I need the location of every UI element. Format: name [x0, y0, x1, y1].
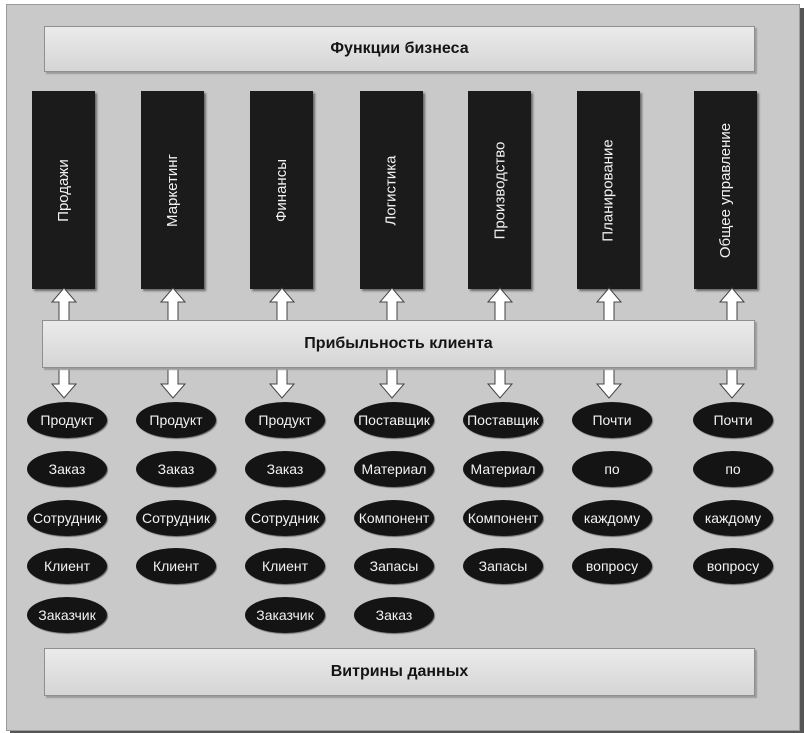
data-entity: Продукт — [245, 402, 325, 438]
data-entity: по — [693, 451, 773, 487]
data-entity: каждому — [572, 500, 652, 536]
data-entity: Компонент — [463, 500, 543, 536]
data-entity: Материал — [463, 451, 543, 487]
data-entity: Сотрудник — [245, 500, 325, 536]
data-entity: Почти — [693, 402, 773, 438]
function-column-logistics: Логистика — [360, 91, 423, 289]
data-entity: Клиент — [27, 548, 107, 584]
function-column-marketing: Маркетинг — [141, 91, 204, 289]
data-entity: Клиент — [245, 548, 325, 584]
data-marts-bar: Витрины данных — [44, 648, 755, 696]
function-column-production: Производство — [468, 91, 531, 289]
arrow-up — [487, 287, 513, 325]
data-entity: по — [572, 451, 652, 487]
data-entity: Поставщик — [463, 402, 543, 438]
data-entity: Поставщик — [354, 402, 434, 438]
customer-profitability-bar: Прибыльность клиента — [42, 320, 755, 368]
function-column-general-management: Общее управление — [694, 91, 757, 289]
function-column-sales: Продажи — [32, 91, 95, 289]
arrow-up — [51, 287, 77, 325]
data-entity: Заказчик — [245, 597, 325, 633]
data-entity: Сотрудник — [136, 500, 216, 536]
arrow-up — [719, 287, 745, 325]
business-functions-bar: Функции бизнеса — [44, 26, 755, 72]
arrow-up — [269, 287, 295, 325]
data-entity: вопросу — [572, 548, 652, 584]
arrow-up — [160, 287, 186, 325]
data-entity: вопросу — [693, 548, 773, 584]
data-entity: Почти — [572, 402, 652, 438]
data-entity: Материал — [354, 451, 434, 487]
data-entity: Компонент — [354, 500, 434, 536]
arrow-up — [596, 287, 622, 325]
data-entity: Запасы — [463, 548, 543, 584]
data-entity: Заказ — [354, 597, 434, 633]
data-entity: Продукт — [27, 402, 107, 438]
arrow-up — [379, 287, 405, 325]
data-entity: Запасы — [354, 548, 434, 584]
data-entity: Заказ — [27, 451, 107, 487]
data-entity: Сотрудник — [27, 500, 107, 536]
data-entity: Продукт — [136, 402, 216, 438]
data-entity: Заказ — [245, 451, 325, 487]
data-entity: Заказ — [136, 451, 216, 487]
function-column-planning: Планирование — [577, 91, 640, 289]
data-entity: Заказчик — [27, 597, 107, 633]
function-column-finance: Финансы — [250, 91, 313, 289]
data-entity: Клиент — [136, 548, 216, 584]
data-entity: каждому — [693, 500, 773, 536]
